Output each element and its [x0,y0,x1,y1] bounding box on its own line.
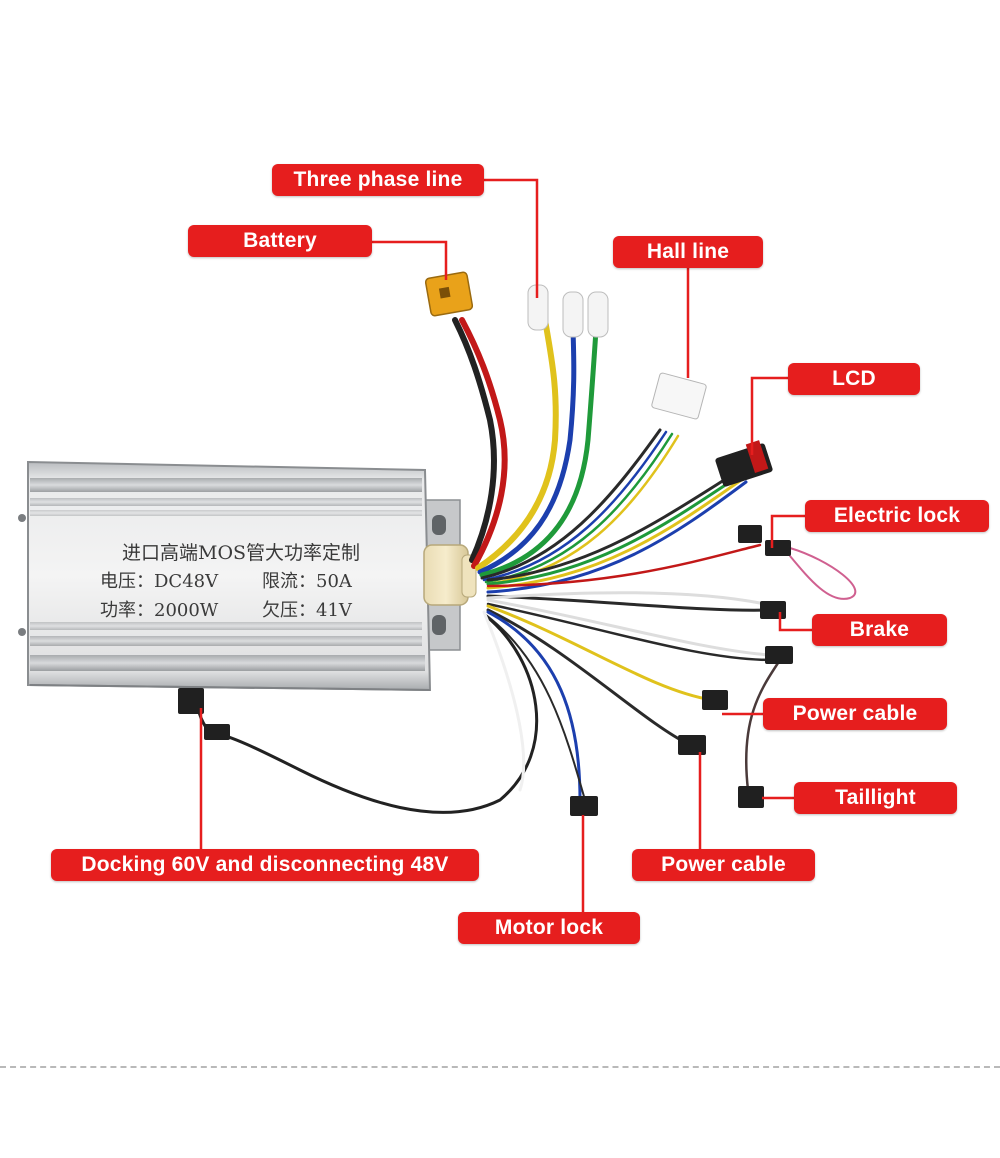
callout-docking: Docking 60V and disconnecting 48V [51,849,479,881]
controller-title: 进口高端MOS管大功率定制 [122,542,361,564]
wire-bundle [194,317,857,814]
dashed-divider [0,1066,1000,1068]
three-phase-connectors [527,284,609,338]
callout-three-phase-line: Three phase line [272,164,484,196]
callout-battery: Battery [188,225,372,257]
small-connectors [178,525,793,816]
controller-housing [18,460,432,692]
hall-connector [651,372,707,420]
callout-hall-line: Hall line [613,236,763,268]
callout-motor-lock: Motor lock [458,912,640,944]
lcd-connector [715,440,773,487]
controller-undervoltage: 欠压：41V [262,600,352,621]
callout-brake: Brake [812,614,947,646]
cable-gland [423,544,477,606]
callout-taillight: Taillight [794,782,957,814]
callout-power-cable-1: Power cable [763,698,947,730]
callout-electric-lock: Electric lock [805,500,989,532]
controller-power: 功率：2000W [100,600,219,621]
leader-lines [199,178,812,912]
controller-voltage: 电压：DC48V [100,571,219,592]
controller-current-limit: 限流：50A [262,571,352,592]
callout-power-cable-2: Power cable [632,849,815,881]
callout-lcd: LCD [788,363,920,395]
battery-connector [424,271,474,317]
